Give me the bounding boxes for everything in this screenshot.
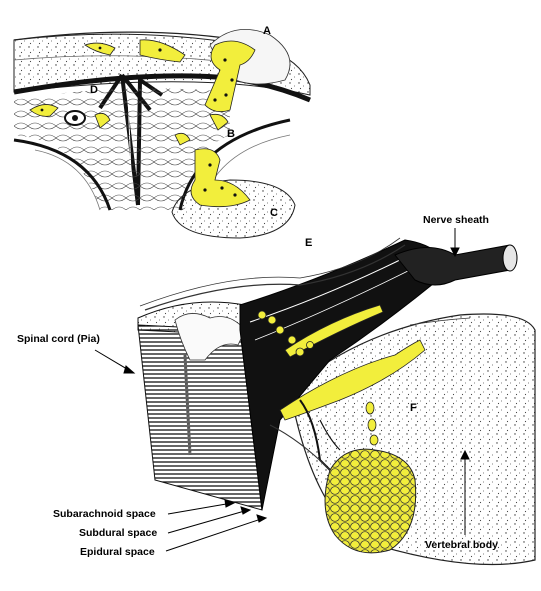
- pointer-arrows: [94, 228, 470, 552]
- yellow-cell-clusters: [29, 39, 256, 208]
- label-b: B: [227, 128, 235, 140]
- label-e: E: [305, 237, 313, 249]
- label-subarachnoid: Subarachnoid space: [53, 508, 156, 520]
- label-d: D: [90, 84, 98, 96]
- label-a: A: [263, 25, 271, 37]
- label-epidural: Epidural space: [80, 546, 155, 558]
- ligament: [269, 424, 331, 471]
- root-droplets: [365, 401, 379, 446]
- spinal-cord-panel: [137, 237, 536, 566]
- label-spinal-cord: Spinal cord (Pia): [17, 333, 100, 345]
- label-nerve-sheath: Nerve sheath: [423, 214, 489, 226]
- label-vertebral-body: Vertebral body: [425, 539, 498, 551]
- brain-surface-arc: [13, 138, 112, 211]
- grey-matter: [174, 313, 246, 361]
- arachnoid-membrane: [13, 73, 311, 103]
- label-f: F: [410, 402, 417, 414]
- nerve-end: [502, 244, 518, 272]
- cell-beads: [257, 310, 314, 357]
- meningeal-sheet: [144, 244, 406, 311]
- label-subdural: Subdural space: [79, 527, 158, 539]
- meninges-detail-panel: [13, 29, 311, 239]
- label-c: C: [270, 207, 278, 219]
- cell-nuclei: [40, 46, 237, 197]
